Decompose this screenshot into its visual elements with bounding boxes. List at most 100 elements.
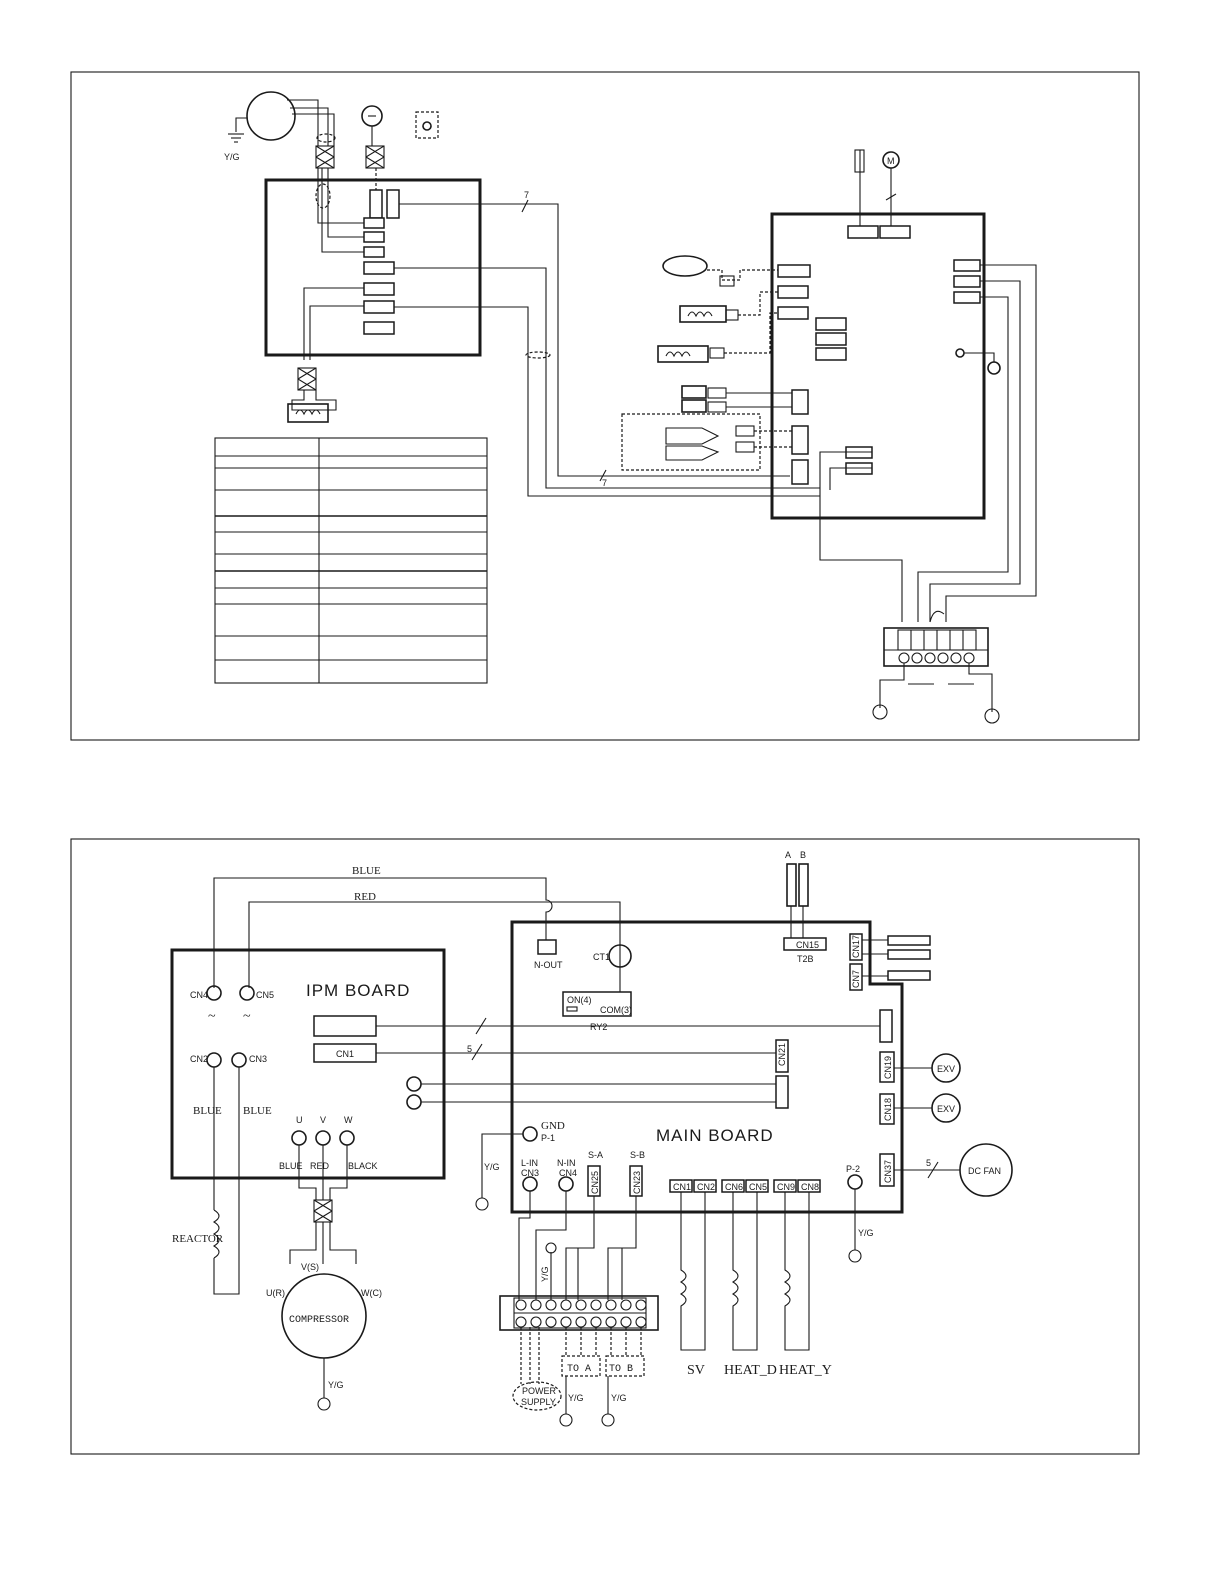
p2-label: P-2	[846, 1164, 860, 1174]
main-board-title: MAIN BOARD	[656, 1126, 774, 1145]
top-sensor-ellipse	[662, 255, 708, 277]
cn7-label: CN7	[851, 970, 861, 988]
sb-label: S-B	[630, 1150, 645, 1160]
cn15-connector	[783, 937, 827, 951]
ipm-v-color: RED	[310, 1161, 330, 1171]
heat-d-label: HEAT_D	[724, 1363, 777, 1378]
dc-fan-symbol	[959, 1143, 1013, 1197]
main-connector-mid	[775, 1075, 789, 1109]
ipm-cn4-label: CN4	[190, 990, 208, 1000]
cn5-main-label: CN5	[749, 1182, 767, 1192]
ipm-board-title: IPM BOARD	[306, 981, 410, 1000]
cn19-label: CN19	[883, 1056, 893, 1079]
cn9-main-label: CN9	[777, 1182, 795, 1192]
cn17-connector	[849, 933, 863, 961]
top-wire-count-a: 7	[524, 190, 529, 200]
ry2-relay	[562, 991, 632, 1017]
sv-coil	[679, 1192, 706, 1351]
ipm-board	[170, 948, 446, 1180]
to-b-yg-label: Y/G	[611, 1393, 627, 1403]
n-in-terminal	[558, 1176, 574, 1192]
ct1-label: CT1	[593, 952, 610, 962]
power-terminal-block	[499, 1295, 659, 1331]
top-right-board	[770, 212, 986, 520]
ct1-symbol	[608, 944, 632, 968]
ipm-v-label: V	[320, 1115, 326, 1125]
to-a-box	[561, 1355, 601, 1377]
reactor-coil	[212, 1209, 220, 1259]
heat-y-coil	[783, 1192, 810, 1351]
power-supply-label-2: SUPPLY	[521, 1397, 556, 1407]
ipm-cn2-terminal	[206, 1052, 222, 1068]
to-b-box	[605, 1355, 645, 1377]
t2b-b-label: B	[800, 850, 806, 860]
cn15-label: CN15	[796, 940, 819, 950]
cn1-main-label: CN1	[673, 1182, 691, 1192]
p2-ground-icon	[848, 1249, 862, 1263]
ipm-cn2-label: CN2	[190, 1054, 208, 1064]
ipm-cn1-label: CN1	[336, 1049, 354, 1059]
p1-yg-label: Y/G	[484, 1162, 500, 1172]
exv-2-label: EXV	[937, 1104, 955, 1114]
ipm-cn3-terminal	[231, 1052, 247, 1068]
ipm-connector-upper	[313, 1015, 377, 1037]
compressor-ground-icon	[317, 1397, 331, 1411]
l-in-terminal	[522, 1176, 538, 1192]
compressor-v-label: V(S)	[301, 1262, 319, 1272]
p1-terminal	[522, 1126, 538, 1142]
dc-fan-wire-count: 5	[926, 1158, 931, 1168]
ipm-main-wire-count: 5	[467, 1044, 472, 1054]
compressor-label: COMPRESSOR	[289, 1315, 349, 1326]
to-a-ground-icon	[559, 1413, 573, 1427]
p1-label: P-1	[541, 1133, 555, 1143]
sv-label: SV	[687, 1363, 705, 1378]
heat-y-label: HEAT_Y	[779, 1363, 832, 1378]
wire-red-label: RED	[354, 891, 376, 903]
bottom-diagram: BLUE RED IPM BOARD CN4 CN5 ~ ~ CN1 CN2 C…	[70, 838, 1140, 1455]
ry2-on-label: ON(4)	[567, 995, 592, 1005]
bottom-diagram-frame	[70, 838, 1140, 1455]
top-compressor-symbol	[246, 91, 296, 141]
cn17-label: CN17	[851, 935, 861, 958]
n-out-connector	[537, 939, 557, 955]
cn37-label: CN37	[883, 1160, 893, 1183]
top-diagram: Y/G	[70, 71, 1140, 741]
terminal-yg-label: Y/G	[540, 1266, 550, 1282]
n-out-label: N-OUT	[534, 960, 563, 970]
p2-yg-label: Y/G	[858, 1228, 874, 1238]
cn18-connector	[879, 1093, 895, 1125]
cn6-main-label: CN6	[725, 1182, 743, 1192]
ipm-w-label: W	[344, 1115, 353, 1125]
cn2-main-label: CN2	[697, 1182, 715, 1192]
ipm-w-color: BLACK	[348, 1161, 378, 1171]
t2b-a-label: A	[785, 850, 791, 860]
to-a-label: TO A	[567, 1364, 591, 1375]
cn18-label: CN18	[883, 1098, 893, 1121]
top-yg-label: Y/G	[224, 152, 240, 162]
ipm-cn5-terminal	[239, 985, 255, 1001]
ipm-blue-left-label: BLUE	[193, 1105, 222, 1117]
terminal-ground-icon	[545, 1242, 557, 1254]
exv-1-label: EXV	[937, 1064, 955, 1074]
cn21-connector	[775, 1039, 789, 1073]
top-diagram-frame	[70, 71, 1140, 741]
ipm-tilde-2: ~	[243, 1009, 251, 1024]
p1-ground-icon	[475, 1197, 489, 1211]
top-legend-table	[214, 437, 488, 684]
cn19-connector	[879, 1051, 895, 1083]
n-in-label: N-IN	[557, 1158, 576, 1168]
cn7-connector	[849, 963, 863, 991]
main-board	[510, 920, 904, 1214]
reactor-label: REACTOR	[172, 1233, 224, 1245]
ipm-cn3-label: CN3	[249, 1054, 267, 1064]
compressor-w-label: W(C)	[361, 1288, 382, 1298]
exv-2-symbol	[931, 1093, 961, 1123]
cn4-main-label: CN4	[559, 1168, 577, 1178]
ry2-com-label: COM(3)	[600, 1005, 632, 1015]
ipm-u-color: BLUE	[279, 1161, 303, 1171]
sa-label: S-A	[588, 1150, 603, 1160]
t2b-label: T2B	[797, 954, 814, 964]
top-wire-count-b: 7	[602, 478, 607, 488]
exv-1-symbol	[931, 1053, 961, 1083]
